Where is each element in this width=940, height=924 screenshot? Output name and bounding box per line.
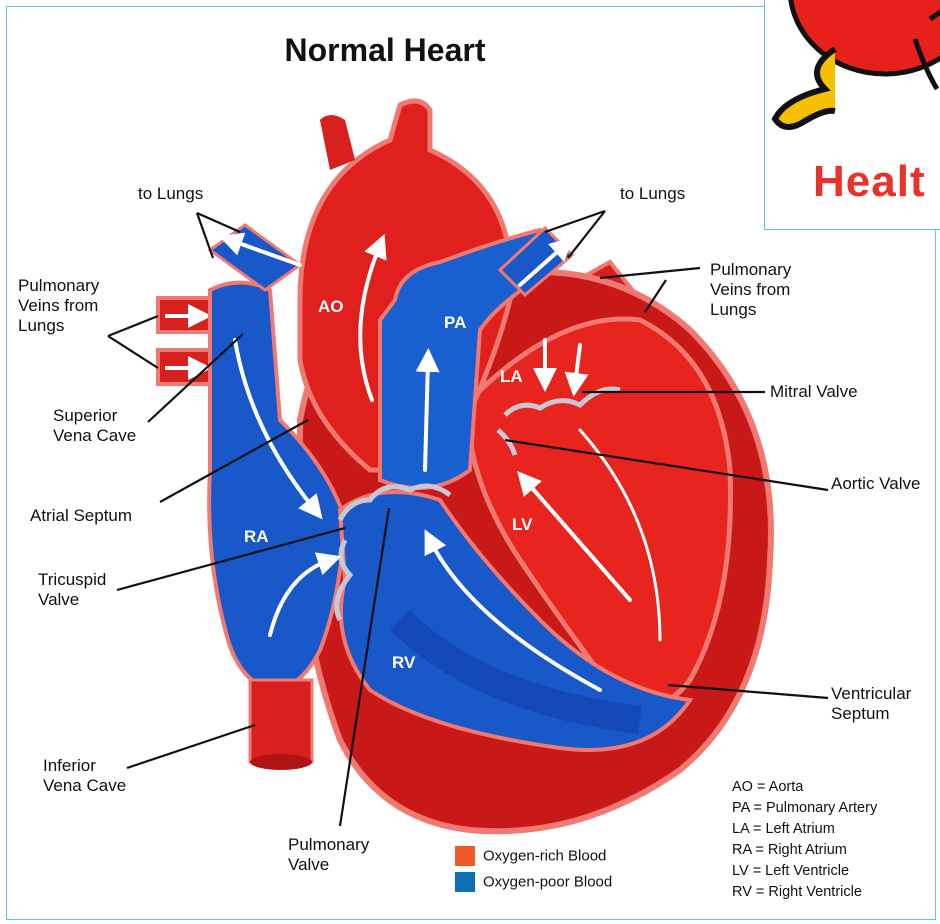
legend-rich: Oxygen-rich Blood: [455, 846, 606, 866]
legend-poor-swatch: [455, 872, 475, 892]
inferior-vena-cava: [250, 680, 312, 770]
label-mitral-valve: Mitral Valve: [770, 382, 858, 402]
legend-rich-swatch: [455, 846, 475, 866]
label-atrial-septum: Atrial Septum: [30, 506, 132, 526]
label-pulmonary-veins-right: Pulmonary Veins from Lungs: [710, 260, 791, 320]
label-pulmonary-veins-left: Pulmonary Veins from Lungs: [18, 276, 99, 336]
label-superior-vena-cave: Superior Vena Cave: [53, 406, 136, 446]
abbr-ra: RA = Right Atrium: [732, 842, 847, 858]
abbr-rv: RV = Right Ventricle: [732, 884, 862, 900]
abbr-lv: LV = Left Ventricle: [732, 863, 849, 879]
label-pa: PA: [444, 313, 466, 332]
label-aortic-valve: Aortic Valve: [831, 474, 920, 494]
label-to-lungs-left: to Lungs: [138, 184, 203, 204]
abbr-la: LA = Left Atrium: [732, 821, 835, 837]
label-lv: LV: [512, 515, 533, 534]
legend-poor-label: Oxygen-poor Blood: [483, 874, 612, 891]
label-ao: AO: [318, 297, 344, 316]
label-ventricular-septum: Ventricular Septum: [831, 684, 911, 724]
label-ra: RA: [244, 527, 269, 546]
legend-poor: Oxygen-poor Blood: [455, 872, 612, 892]
legend-rich-label: Oxygen-rich Blood: [483, 848, 606, 865]
label-to-lungs-right: to Lungs: [620, 184, 685, 204]
label-pulmonary-valve: Pulmonary Valve: [288, 835, 369, 875]
label-rv: RV: [392, 653, 416, 672]
abbr-ao: AO = Aorta: [732, 779, 803, 795]
label-la: LA: [500, 367, 523, 386]
abbr-pa: PA = Pulmonary Artery: [732, 800, 877, 816]
label-inferior-vena-cave: Inferior Vena Cave: [43, 756, 126, 796]
label-tricuspid-valve: Tricuspid Valve: [38, 570, 106, 610]
